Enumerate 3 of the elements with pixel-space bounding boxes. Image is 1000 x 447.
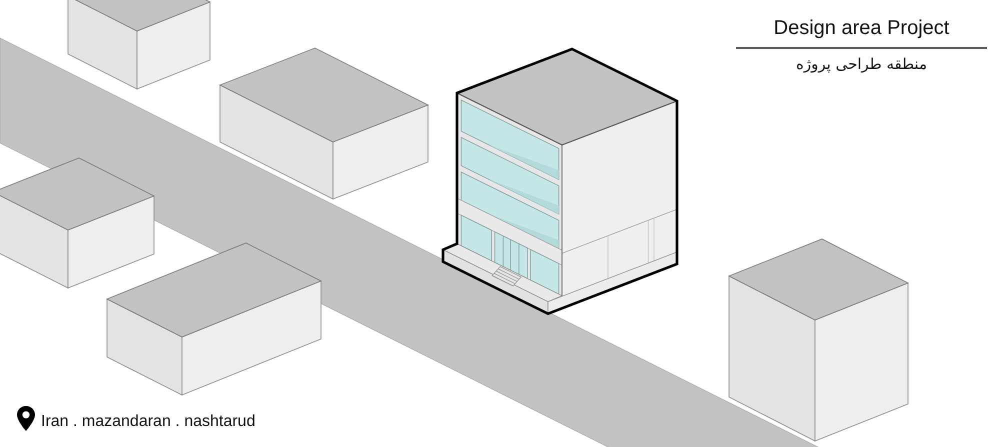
subtitle-text: منطقه طراحی پروژه (795, 55, 928, 73)
location-text: Iran . mazandaran . nashtarud (41, 413, 256, 431)
title-text: Design area Project (772, 17, 950, 40)
